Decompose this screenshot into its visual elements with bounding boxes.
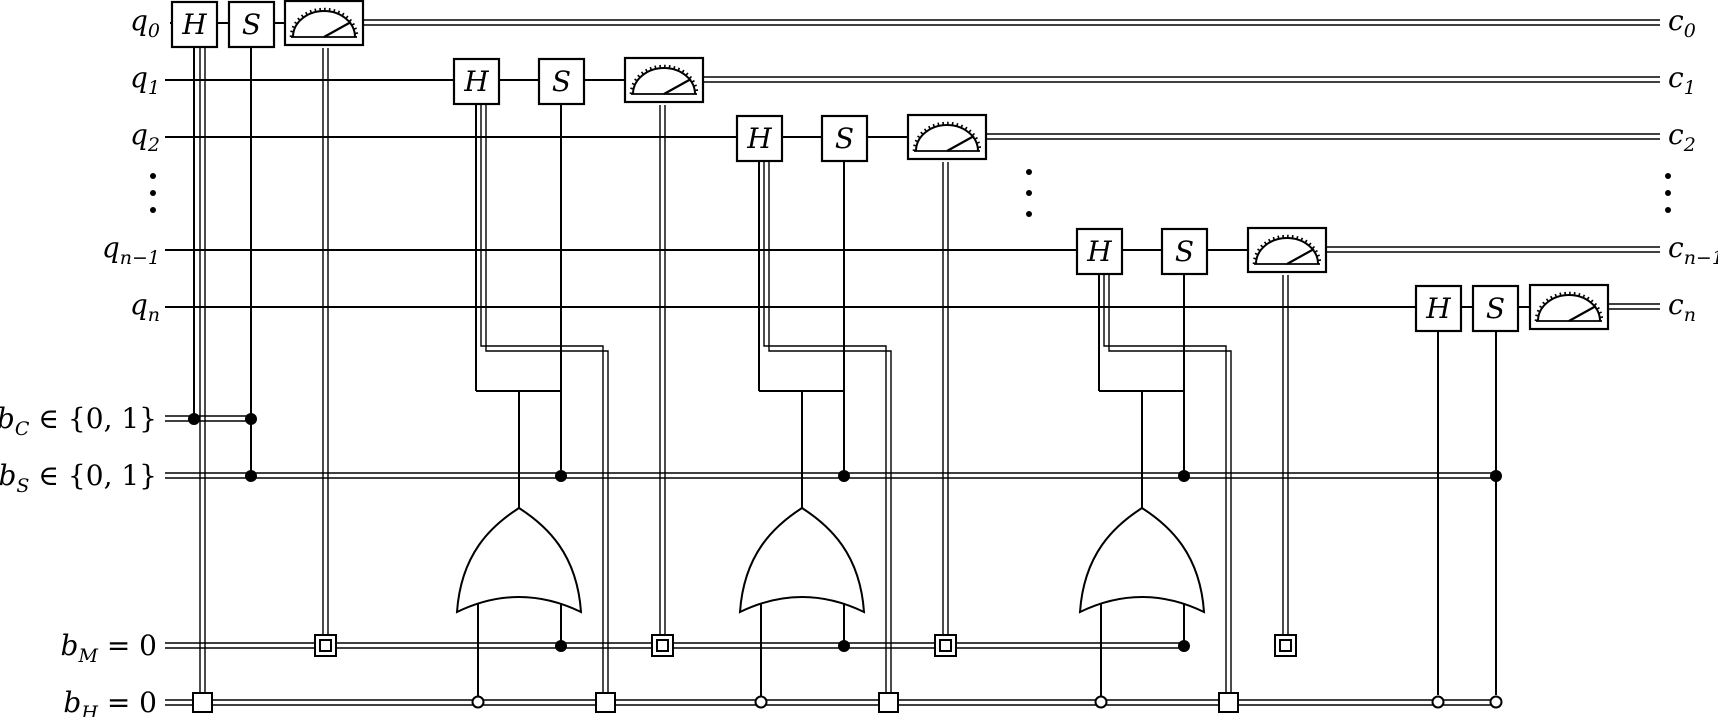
hadamard-gate bbox=[1075, 227, 1124, 276]
classical-output-wires bbox=[363, 19, 1660, 310]
control-dot bbox=[188, 413, 200, 425]
classical-target-box-double bbox=[651, 634, 674, 657]
hadamard-gate bbox=[735, 114, 784, 163]
output-label-q2: c2 bbox=[1668, 118, 1696, 156]
classical-target-box-double bbox=[1274, 634, 1297, 657]
gate-label: S bbox=[1486, 292, 1505, 325]
open-control bbox=[471, 695, 485, 709]
quantum-wires bbox=[165, 22, 1530, 308]
or-gate bbox=[1078, 506, 1206, 614]
or-gate bbox=[455, 506, 583, 614]
gate-label: S bbox=[552, 65, 571, 98]
gate-label: H bbox=[1086, 235, 1112, 268]
bit-label-bS: bS ∈ {0, 1} bbox=[0, 459, 157, 497]
classical-target-box bbox=[595, 692, 616, 713]
output-label-qn1: cn−1 bbox=[1668, 231, 1718, 269]
gate-label: S bbox=[1175, 235, 1194, 268]
classical-target-box bbox=[1218, 692, 1239, 713]
wire-label-qn: qn bbox=[130, 288, 160, 326]
open-control bbox=[1431, 695, 1445, 709]
output-label-q0: c0 bbox=[1668, 4, 1696, 42]
gate-label: H bbox=[1425, 292, 1451, 325]
control-dot bbox=[1178, 640, 1190, 652]
control-dot bbox=[1490, 470, 1502, 482]
wire-label-q0: q0 bbox=[130, 4, 160, 42]
phase-gate bbox=[227, 0, 276, 49]
classical-target-box bbox=[192, 692, 213, 713]
gate-label: S bbox=[835, 122, 854, 155]
gate-label: H bbox=[181, 8, 207, 41]
gate-label: H bbox=[746, 122, 772, 155]
control-dot bbox=[838, 640, 850, 652]
classical-target-box-double bbox=[314, 634, 337, 657]
classical-target-box bbox=[878, 692, 899, 713]
control-dot bbox=[245, 470, 257, 482]
control-dot bbox=[555, 470, 567, 482]
labels: q0 c0 q1 c1 q2 c2 qn−1 cn−1 qn cn bC ∈ {0, 1} bS ∈ … bbox=[0, 4, 1718, 717]
phase-gate bbox=[537, 57, 586, 106]
phase-gate bbox=[820, 114, 869, 163]
classical-target-box-double bbox=[934, 634, 957, 657]
wire-label-qn1: qn−1 bbox=[102, 231, 160, 269]
phase-gate bbox=[1471, 284, 1520, 333]
wire-label-q1: q1 bbox=[130, 61, 160, 99]
open-control bbox=[1489, 695, 1503, 709]
gate-label: S bbox=[242, 8, 261, 41]
bit-label-bM: bM = 0 bbox=[61, 629, 157, 667]
output-label-q1: c1 bbox=[1668, 61, 1696, 99]
control-dot bbox=[838, 470, 850, 482]
ellipsis-dots bbox=[150, 169, 1671, 217]
measurement-meter-icon bbox=[906, 113, 988, 161]
measurement-meter-icon bbox=[623, 56, 705, 104]
control-dot bbox=[555, 640, 567, 652]
or-gate bbox=[738, 506, 866, 614]
bit-label-bH: bH = 0 bbox=[63, 686, 157, 717]
phase-gate bbox=[1160, 227, 1209, 276]
open-control bbox=[1094, 695, 1108, 709]
hadamard-gate bbox=[1414, 284, 1463, 333]
control-dot bbox=[245, 413, 257, 425]
wire-label-q2: q2 bbox=[130, 118, 160, 156]
bit-label-bC: bC ∈ {0, 1} bbox=[0, 402, 157, 440]
output-label-qn: cn bbox=[1668, 288, 1696, 326]
control-dot bbox=[1178, 470, 1190, 482]
open-control bbox=[754, 695, 768, 709]
hadamard-gate bbox=[452, 57, 501, 106]
gate-label: H bbox=[463, 65, 489, 98]
hadamard-gate bbox=[170, 0, 219, 49]
measurement-meter-icon bbox=[1246, 226, 1328, 274]
measurement-meter-icon bbox=[283, 0, 365, 47]
measurement-meter-icon bbox=[1528, 283, 1610, 331]
